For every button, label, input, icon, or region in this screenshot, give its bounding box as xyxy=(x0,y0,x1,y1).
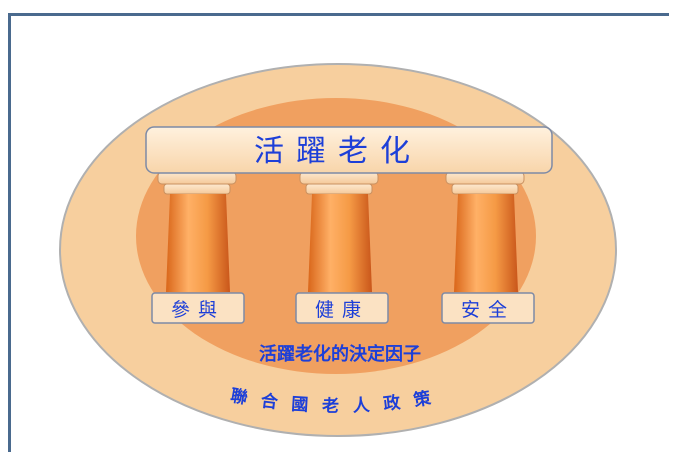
pillar-right xyxy=(445,171,525,292)
diagram-title: 活躍老化 xyxy=(254,134,422,169)
pillar-base-right xyxy=(441,292,535,324)
figure-frame xyxy=(8,13,669,452)
diagram-subtitle: 活躍老化的決定因子 xyxy=(259,343,421,365)
pillar-base-left xyxy=(151,292,245,324)
pillar-label-participation: 參與 xyxy=(171,299,225,321)
pillar-middle xyxy=(299,171,379,292)
pillar-label-health: 健康 xyxy=(315,299,369,321)
pillar-label-security: 安全 xyxy=(461,299,515,321)
pillar-left xyxy=(157,171,237,292)
title-beam xyxy=(145,126,553,174)
pillar-base-middle xyxy=(295,292,389,324)
